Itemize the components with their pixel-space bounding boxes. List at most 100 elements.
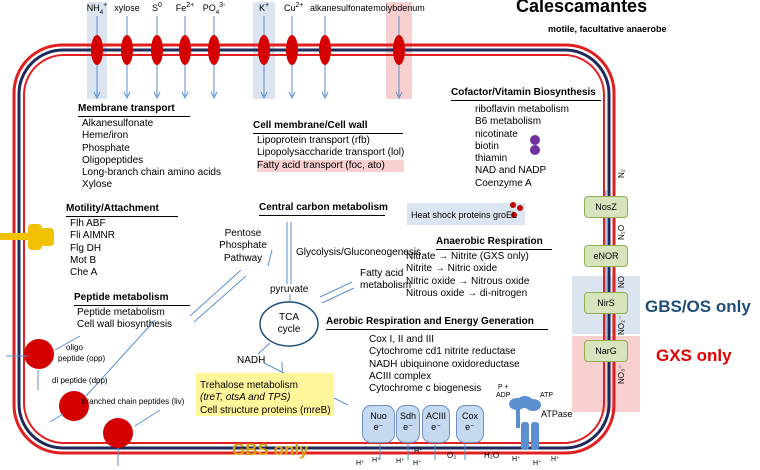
- membrane-transport-list: Alkanesulfonate Heme/iron Phosphate Olig…: [82, 118, 221, 192]
- trehalose-box: [196, 373, 334, 416]
- membrane-transport-item: Long-branch chain amino acids: [82, 167, 221, 179]
- arrow-head: [210, 91, 218, 100]
- aerobic-item: Cox I, II and III: [369, 334, 435, 345]
- transporter-channel: [286, 35, 298, 65]
- transporter-channel: [91, 35, 103, 65]
- atp-label: ATP: [540, 392, 554, 399]
- narg-box: NarG: [584, 340, 628, 362]
- membrane-transport-item: Oligopeptides: [82, 154, 144, 166]
- transporter-channel: [121, 35, 133, 65]
- p-plus-label: P +: [498, 384, 509, 391]
- arrow-head: [395, 91, 403, 100]
- enor-box: eNOR: [584, 245, 628, 267]
- glycolysis-label: Glycolysis/Gluconeogenesis: [296, 247, 422, 258]
- aerobic-list: Cox I, II and III Cytochrome cd1 nitrite…: [369, 334, 520, 395]
- motility-heading: Motility/Attachment: [66, 203, 178, 217]
- h2o-label: H₂O: [484, 451, 500, 460]
- adp-label: ADP: [496, 392, 511, 399]
- transporter-channel: [258, 35, 270, 65]
- cofactor-heading: Cofactor/Vitamin Biosynthesis: [451, 87, 601, 101]
- arrow-head: [288, 91, 296, 100]
- transporter-label: xylose: [114, 3, 140, 13]
- gas-n2: N₂: [617, 169, 626, 178]
- transporter-channel: [208, 35, 220, 65]
- transporter-label: Cu2+: [284, 2, 304, 13]
- hplus-label: H⁺: [512, 456, 521, 463]
- transporter-label: S0: [152, 2, 162, 13]
- subtitle: motile, facultative anaerobe: [548, 24, 667, 34]
- motility-list: Flh ABF Fli AIMNR Flg DH Mot B Che A: [70, 218, 115, 279]
- gbs-label: GBS only: [232, 440, 309, 459]
- hplus-label: H⁺: [356, 460, 365, 467]
- anaerobic-item: Nitric oxide → Nitrous oxide: [406, 275, 530, 287]
- hplus-label: H⁺: [396, 458, 405, 465]
- aerobic-heading: Aerobic Respiration and Energy Generatio…: [326, 316, 548, 330]
- motility-item: Flh ABF: [70, 218, 106, 229]
- gas-no3: NO₃⁻: [617, 364, 626, 384]
- peptide-item: Peptide metabolism: [77, 307, 165, 318]
- cofactor-item: B6 metabolism: [475, 116, 542, 128]
- opp-transporter: [24, 339, 54, 369]
- membrane-transport-item: Alkanesulfonate: [82, 118, 154, 129]
- cofactor-item: thiamin: [475, 153, 508, 165]
- arrow-head: [153, 91, 161, 100]
- hplus-label: H⁺: [414, 448, 423, 455]
- peptide-heading: Peptide metabolism: [74, 292, 190, 306]
- arrow-head: [93, 91, 101, 100]
- nosz-box: NosZ: [584, 196, 628, 218]
- aerobic-item: NADH ubiquinone oxidoreductase: [369, 358, 520, 370]
- gxs-label: GXS only: [656, 346, 732, 365]
- cofactor-item: riboflavin metabolism: [475, 104, 569, 115]
- cofactor-list: riboflavin metabolism B6 metabolism nico…: [475, 104, 569, 190]
- trehalose-list: Trehalose metabolism (treT, otsA and TPS…: [200, 380, 331, 416]
- cell-membrane-item: Lipopolysaccharide transport (lol): [257, 147, 405, 159]
- arrow-head: [321, 91, 329, 100]
- motility-item: Fli AIMNR: [70, 230, 115, 242]
- aerobic-item: Cytochrome cd1 nitrite reductase: [369, 346, 516, 358]
- transporter-channel: [393, 35, 405, 65]
- cofactor-item: nicotinate: [475, 128, 518, 140]
- tca-circle: [259, 301, 319, 347]
- motility-item: Mot B: [70, 254, 97, 266]
- fatty-acid-label: Fatty acid metabolism: [360, 268, 412, 292]
- motility-item: Che A: [70, 267, 98, 279]
- gas-no: NO: [617, 276, 626, 288]
- peptide-list: Peptide metabolism Cell wall biosynthesi…: [77, 307, 172, 332]
- cell-membrane-heading: Cell membrane/Cell wall: [253, 120, 403, 134]
- dpp-transporter: [59, 391, 89, 421]
- transporter-label: K+: [258, 2, 270, 13]
- hplus-label: H⁺: [372, 457, 381, 464]
- tca-label: TCA cycle: [277, 312, 301, 335]
- anaerobic-item: Nitrous oxide → di-nitrogen: [406, 287, 528, 299]
- title: Calescamantes: [516, 0, 648, 16]
- atpase-icon: [509, 396, 541, 450]
- anaerobic-item: Nitrite → Nitric oxide: [406, 263, 498, 275]
- transporter-channel: [179, 35, 191, 65]
- pyruvate-label: pyruvate: [270, 284, 309, 295]
- gas-no2: NO₂⁻: [617, 315, 626, 335]
- biotin-icon: [530, 135, 540, 155]
- arrow-head: [260, 91, 268, 100]
- cofactor-item: NAD and NADP: [475, 165, 547, 177]
- cell-membrane-list: Lipoprotein transport (rfb) Lipopolysacc…: [257, 135, 405, 172]
- motility-item: Flg DH: [70, 242, 102, 254]
- membrane-transport-item: Xylose: [82, 179, 113, 191]
- gas-n2o: N₂O: [617, 224, 626, 240]
- hplus-label: H⁺: [551, 456, 560, 463]
- membrane-transport-item: Heme/iron: [82, 130, 129, 142]
- aerobic-item: ACIII complex: [369, 370, 432, 382]
- cell-membrane-item: Lipoprotein transport (rfb): [257, 135, 370, 146]
- transporter-channel: [319, 35, 331, 65]
- arrow-head: [181, 91, 189, 100]
- anaerobic-heading: Anaerobic Respiration: [436, 236, 552, 250]
- nadh-label: NADH: [237, 355, 266, 366]
- di-peptide-label: di peptide (dpp): [52, 376, 108, 385]
- transporter-label: PO43-: [202, 2, 226, 16]
- aerobic-item: Cytochrome c biogenesis: [369, 383, 482, 395]
- flagellum: [0, 224, 54, 250]
